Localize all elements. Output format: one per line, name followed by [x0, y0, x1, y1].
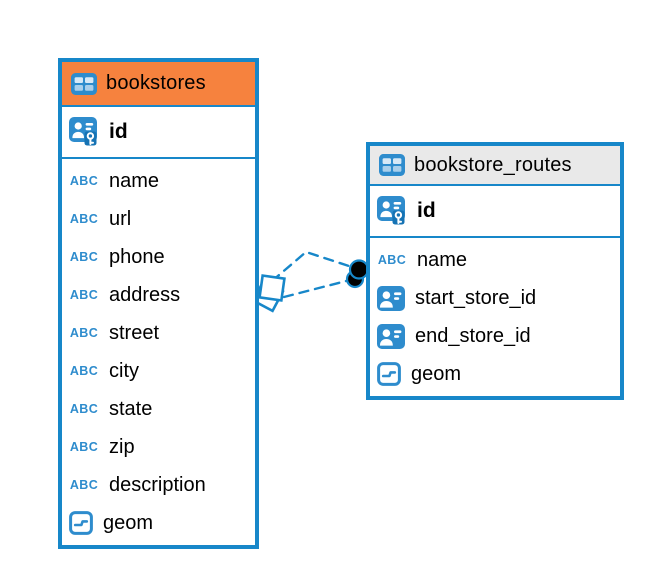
- table-icon: [71, 73, 97, 95]
- geometry-type-icon: [69, 511, 93, 535]
- column-row-street[interactable]: ABC street: [62, 314, 255, 352]
- table-title: bookstores: [106, 72, 206, 94]
- column-label: url: [109, 207, 132, 230]
- text-type-icon: ABC: [69, 440, 99, 454]
- column-label: geom: [411, 362, 462, 385]
- column-label: start_store_id: [415, 286, 537, 309]
- dot-end-marker[interactable]: [345, 259, 370, 289]
- column-row-id[interactable]: id: [370, 191, 620, 231]
- table-icon: [379, 154, 405, 176]
- column-label: id: [109, 120, 128, 143]
- column-row-geom[interactable]: geom: [62, 504, 255, 542]
- table-bookstore-routes[interactable]: bookstore_routes id ABC name start_store…: [366, 142, 624, 400]
- primary-key-section: id: [62, 105, 255, 159]
- text-type-icon: ABC: [69, 250, 99, 264]
- geometry-type-icon: [377, 362, 401, 386]
- columns-section: ABC name ABC url ABC phone ABC address A…: [62, 159, 255, 545]
- table-bookstores-header[interactable]: bookstores: [62, 62, 255, 105]
- column-row-zip[interactable]: ABC zip: [62, 428, 255, 466]
- column-row-city[interactable]: ABC city: [62, 352, 255, 390]
- reference-id-icon: [377, 286, 405, 311]
- id-key-icon: [69, 117, 99, 147]
- column-label: zip: [109, 435, 135, 458]
- relationship-line-upper[interactable]: [270, 250, 354, 283]
- column-row-end-store-id[interactable]: end_store_id: [370, 317, 620, 355]
- column-row-phone[interactable]: ABC phone: [62, 238, 255, 276]
- primary-key-section: id: [370, 184, 620, 238]
- relationship-line-lower[interactable]: [282, 278, 352, 299]
- column-label: city: [109, 359, 139, 382]
- column-row-name[interactable]: ABC name: [62, 162, 255, 200]
- text-type-icon: ABC: [69, 478, 99, 492]
- column-row-start-store-id[interactable]: start_store_id: [370, 279, 620, 317]
- text-type-icon: ABC: [377, 253, 407, 267]
- column-label: description: [109, 473, 206, 496]
- table-bookstores[interactable]: bookstores id ABC name ABC url ABC phone: [58, 58, 259, 549]
- column-row-geom[interactable]: geom: [370, 355, 620, 393]
- reference-id-icon: [377, 324, 405, 349]
- text-type-icon: ABC: [69, 402, 99, 416]
- column-label: name: [109, 169, 160, 192]
- table-title: bookstore_routes: [414, 153, 572, 176]
- column-row-name[interactable]: ABC name: [370, 241, 620, 279]
- column-row-url[interactable]: ABC url: [62, 200, 255, 238]
- text-type-icon: ABC: [69, 212, 99, 226]
- column-label: geom: [103, 511, 154, 534]
- text-type-icon: ABC: [69, 288, 99, 302]
- id-key-icon: [377, 196, 407, 226]
- text-type-icon: ABC: [69, 326, 99, 340]
- column-row-address[interactable]: ABC address: [62, 276, 255, 314]
- column-label: name: [417, 248, 468, 271]
- columns-section: ABC name start_store_id end_store_id ge: [370, 238, 620, 396]
- column-row-id[interactable]: id: [62, 112, 255, 152]
- table-bookstore-routes-header[interactable]: bookstore_routes: [370, 146, 620, 184]
- column-label: street: [109, 321, 160, 344]
- column-label: address: [109, 283, 181, 306]
- column-label: end_store_id: [415, 324, 531, 347]
- column-label: phone: [109, 245, 165, 268]
- column-row-state[interactable]: ABC state: [62, 390, 255, 428]
- column-label: id: [417, 199, 436, 222]
- text-type-icon: ABC: [69, 364, 99, 378]
- text-type-icon: ABC: [69, 174, 99, 188]
- column-label: state: [109, 397, 153, 420]
- column-row-description[interactable]: ABC description: [62, 466, 255, 504]
